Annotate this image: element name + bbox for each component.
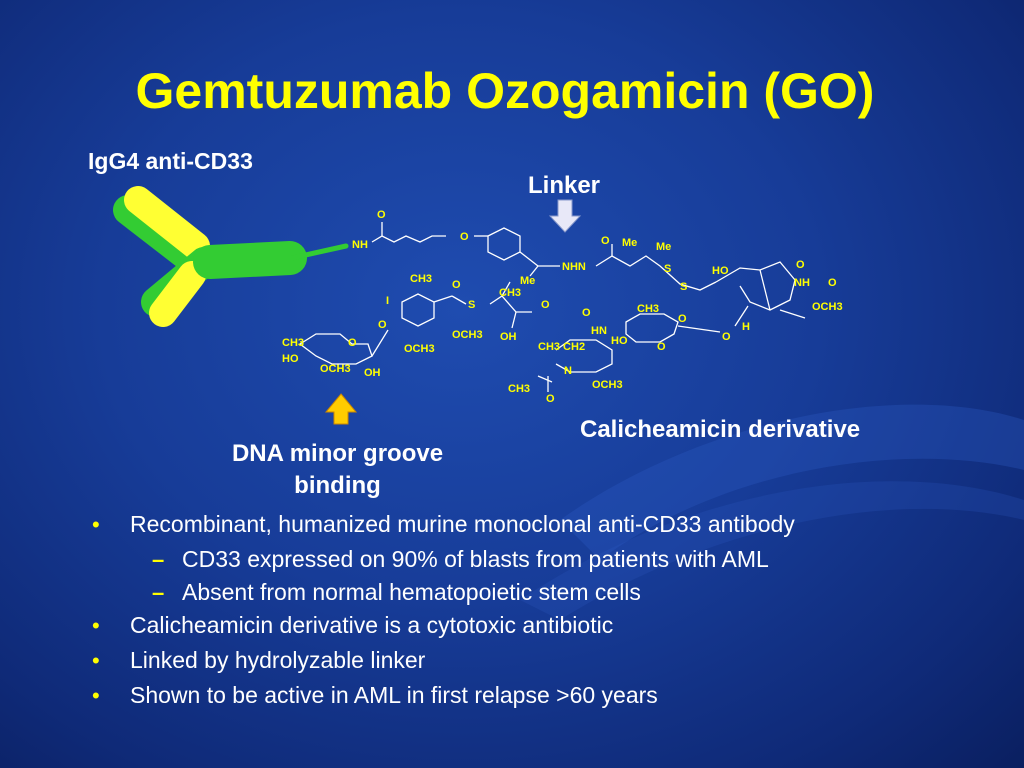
chem-nh: NH: [352, 239, 368, 251]
chem-o: O: [348, 337, 357, 349]
chem-o: O: [378, 319, 387, 331]
dash-icon: –: [152, 580, 165, 605]
chem-o: O: [541, 299, 550, 311]
chem-o: O: [452, 279, 461, 291]
chem-s: S: [680, 281, 687, 293]
chem-o: O: [460, 231, 469, 243]
chem-ch3: CH3: [410, 273, 432, 285]
chem-nhn: NHN: [562, 261, 586, 273]
chem-ch3: CH3: [282, 337, 304, 349]
chem-ch3: CH3: [637, 303, 659, 315]
chem-ch3: CH3: [499, 287, 521, 299]
chem-i: I: [386, 295, 389, 307]
slide-title: Gemtuzumab Ozogamicin (GO): [135, 63, 875, 119]
bullet-dot-icon: •: [92, 613, 100, 638]
chem-o: O: [582, 307, 591, 319]
chem-h: H: [742, 321, 750, 333]
chem-o: O: [546, 393, 555, 405]
chem-ho: HO: [611, 335, 628, 347]
chem-ho: HO: [712, 265, 729, 277]
chem-och3: OCH3: [452, 329, 483, 341]
chem-me: Me: [622, 237, 637, 249]
chem-ch3ch2: CH3 CH2: [538, 341, 585, 353]
chem-me: Me: [656, 241, 671, 253]
antibody-label: IgG4 anti-CD33: [88, 148, 253, 174]
chem-o: O: [796, 259, 805, 271]
calicheamicin-label: Calicheamicin derivative: [580, 416, 861, 443]
chem-o: O: [377, 209, 386, 221]
chem-o: O: [601, 235, 610, 247]
chem-och3: OCH3: [592, 379, 623, 391]
chem-ho: HO: [282, 353, 299, 365]
chem-s: S: [468, 299, 475, 311]
chem-me: Me: [520, 275, 535, 287]
chem-nh: NH: [794, 277, 810, 289]
chem-o: O: [828, 277, 837, 289]
chem-o: O: [678, 313, 687, 325]
dash-icon: –: [152, 547, 165, 572]
chem-och3: OCH3: [812, 301, 843, 313]
chem-och3: OCH3: [404, 343, 435, 355]
chem-och3: OCH3: [320, 363, 351, 375]
bullet-dot-icon: •: [92, 683, 100, 708]
dna-binding-label: DNA minor groove binding: [231, 440, 444, 499]
chem-o: O: [722, 331, 731, 343]
chem-oh: OH: [500, 331, 517, 343]
bullet-dot-icon: •: [92, 648, 100, 673]
bullet-dot-icon: •: [92, 512, 100, 537]
chem-s: S: [664, 263, 671, 275]
linker-label: Linker: [528, 172, 601, 199]
chem-n: N: [564, 365, 572, 377]
chem-hn: HN: [591, 325, 607, 337]
chem-oh: OH: [364, 367, 381, 379]
chem-ch3: CH3: [508, 383, 530, 395]
chem-o: O: [657, 341, 666, 353]
